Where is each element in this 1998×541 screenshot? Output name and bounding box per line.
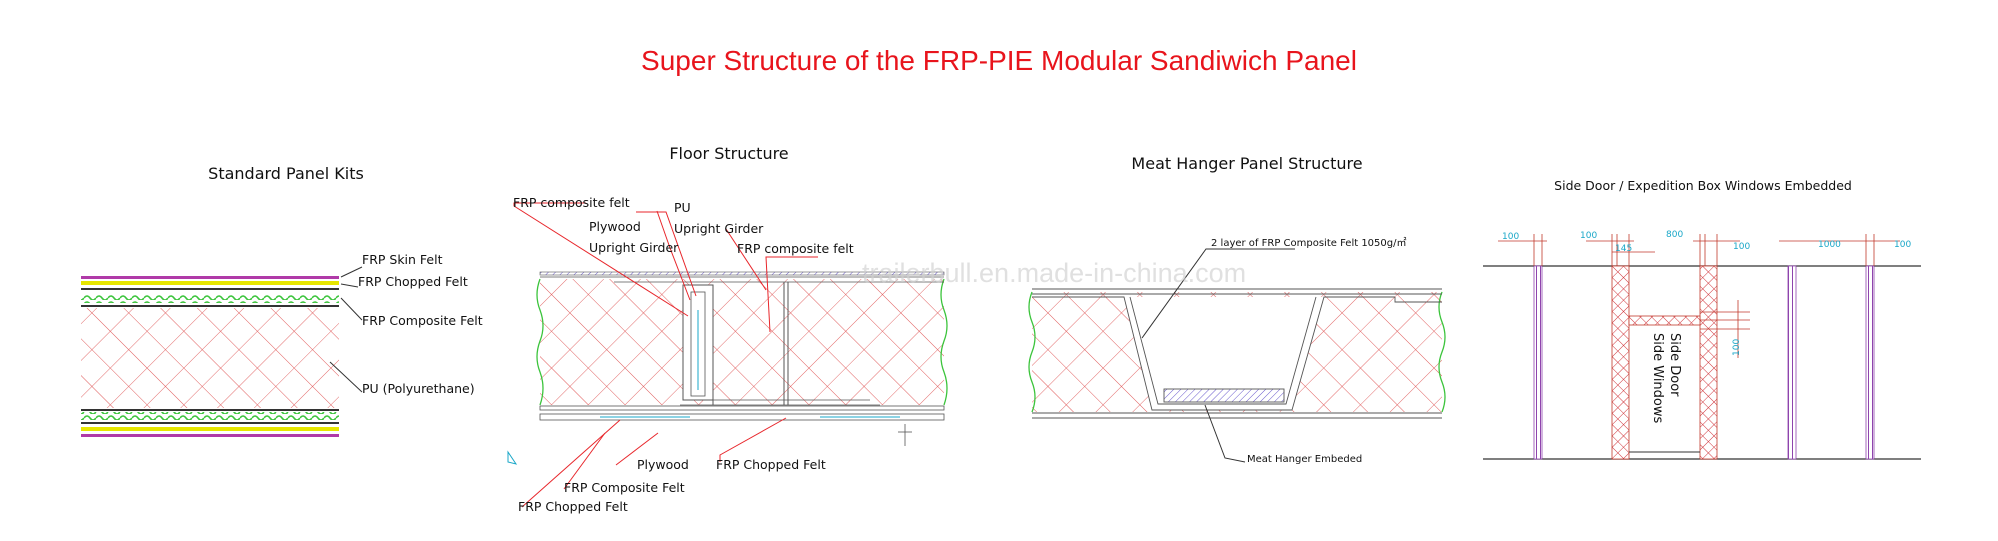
leader-floor-chopped-right xyxy=(719,417,787,462)
meat-hanger-section: Meat Hanger Panel Structure 2 layer of F… xyxy=(1028,154,1446,465)
dim-4: 800 xyxy=(1666,230,1683,240)
watermark-text: trailerbull.en.made-in-china.com xyxy=(862,258,1246,288)
dim-7: 1000 xyxy=(1818,240,1841,250)
leader-floor-plywood-top xyxy=(636,211,697,297)
label-meat-embed: Meat Hanger Embeded xyxy=(1247,454,1362,465)
standard-panel-drawing xyxy=(81,276,339,437)
floor-section: Floor Structure xyxy=(507,144,948,514)
label-floor-plywood-bottom: Plywood xyxy=(637,457,689,472)
standard-panel-section: Standard Panel Kits FRP Skin Felt FRP Ch… xyxy=(81,164,483,437)
label-floor-composite-left: FRP composite felt xyxy=(513,195,630,210)
label-side-door: Side Door xyxy=(1667,333,1682,397)
meat-hanger-title: Meat Hanger Panel Structure xyxy=(1131,154,1362,173)
leader-floor-composite-right xyxy=(765,256,818,333)
floor-title: Floor Structure xyxy=(669,144,788,163)
dim-5: 100 xyxy=(1733,242,1750,252)
label-floor-chopped-right: FRP Chopped Felt xyxy=(716,457,826,472)
leader-meat-embed xyxy=(1204,404,1246,463)
label-skin-felt: FRP Skin Felt xyxy=(362,252,443,267)
side-door-drawing xyxy=(1483,234,1921,460)
leader-floor-composite-bottom xyxy=(563,432,606,490)
dim-3: 145 xyxy=(1615,244,1632,254)
label-composite-felt: FRP Composite Felt xyxy=(362,313,483,328)
side-door-title: Side Door / Expedition Box Windows Embed… xyxy=(1554,178,1852,193)
leader-skin xyxy=(340,266,363,278)
label-floor-girder-1: Upright Girder xyxy=(674,221,764,236)
leader-floor-girder-1 xyxy=(656,210,691,301)
leader-chopped xyxy=(340,283,359,288)
label-floor-composite-bottom: FRP Composite Felt xyxy=(564,480,685,495)
standard-panel-title: Standard Panel Kits xyxy=(208,164,364,183)
side-door-section: Side Door / Expedition Box Windows Embed… xyxy=(1483,178,1921,460)
label-floor-plywood-top: Plywood xyxy=(589,219,641,234)
meat-hanger-drawing xyxy=(1028,288,1446,419)
leader-floor-composite-left xyxy=(513,202,689,317)
label-floor-girder-2: Upright Girder xyxy=(589,240,679,255)
leader-floor-plywood-bottom xyxy=(615,432,659,466)
dim-2: 100 xyxy=(1580,231,1597,241)
dim-8: 100 xyxy=(1894,240,1911,250)
leader-composite xyxy=(340,297,363,321)
label-floor-pu: PU xyxy=(674,200,691,215)
leader-floor-girder-2 xyxy=(725,228,767,291)
leader-meat-layer xyxy=(1141,248,1295,339)
leader-floor-chopped-bottom xyxy=(521,419,621,508)
label-meat-layer: 2 layer of FRP Composite Felt 1050g/㎡ xyxy=(1211,237,1406,249)
label-floor-composite-right: FRP composite felt xyxy=(737,241,854,256)
leader-pu xyxy=(329,361,363,393)
dim-6: 100 xyxy=(1732,339,1742,356)
label-side-windows: Side Windows xyxy=(1650,333,1665,424)
dim-1: 100 xyxy=(1502,232,1519,242)
page-title: Super Structure of the FRP-PIE Modular S… xyxy=(641,45,1357,76)
label-chopped-felt: FRP Chopped Felt xyxy=(358,274,468,289)
label-pu: PU (Polyurethane) xyxy=(362,381,475,396)
label-floor-chopped-bottom: FRP Chopped Felt xyxy=(518,499,628,514)
floor-drawing xyxy=(507,271,948,465)
